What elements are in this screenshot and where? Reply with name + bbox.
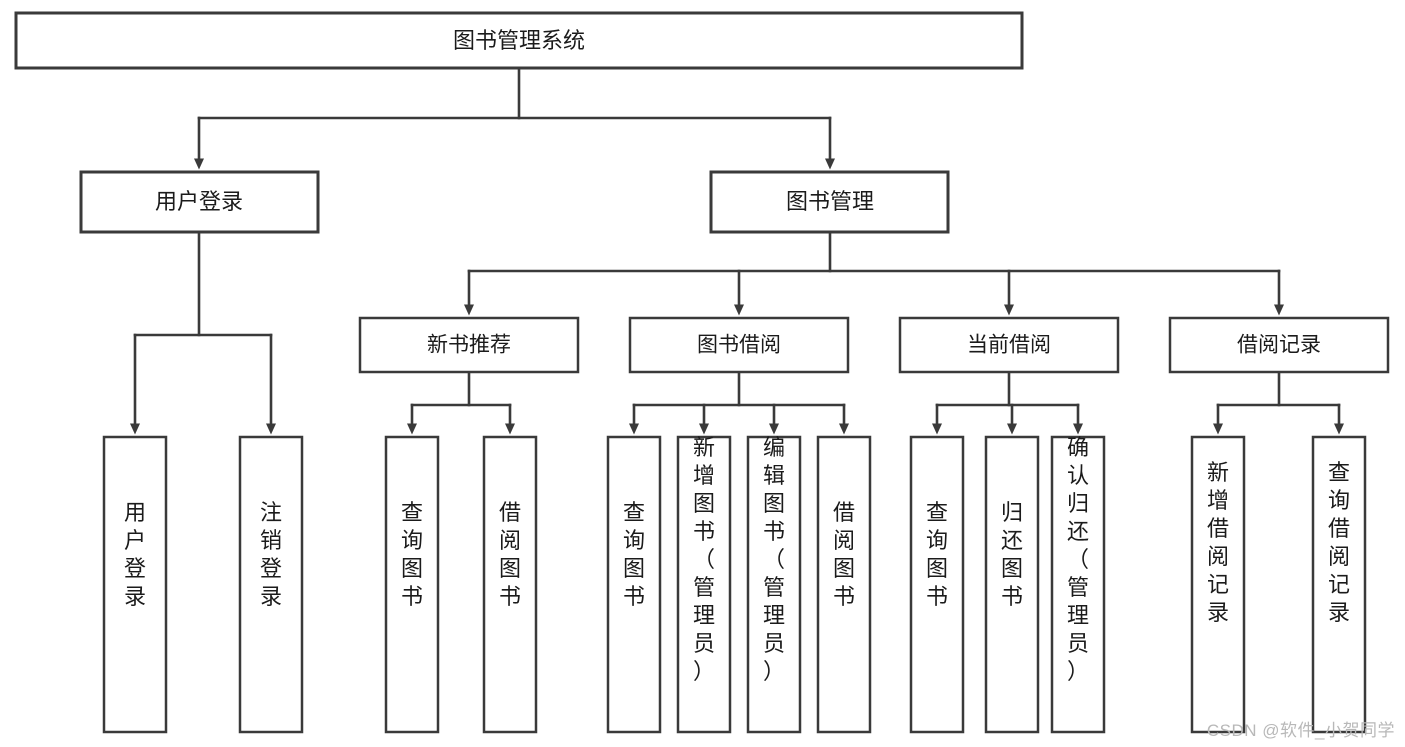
node-user-login[interactable]: 用户登录 — [79, 170, 320, 234]
node-book-management[interactable]: 图书管理 — [709, 170, 950, 234]
leaf-add-borrow-record[interactable]: 新增借阅记录 — [1190, 435, 1246, 734]
leaf-confirm-return-admin-label: 确认归还（管理员） — [1067, 435, 1089, 684]
leaf-query-borrow-record[interactable]: 查询借阅记录 — [1311, 435, 1367, 734]
leaf-query-book-newbook-label: 查询图书 — [401, 500, 423, 609]
node-borrow-record[interactable]: 借阅记录 — [1168, 316, 1390, 374]
node-user-login-label: 用户登录 — [155, 189, 243, 214]
node-book-borrow-label: 图书借阅 — [697, 334, 781, 357]
node-book-borrow[interactable]: 图书借阅 — [628, 316, 850, 374]
leaf-borrow-book-newbook-label: 借阅图书 — [499, 500, 521, 609]
leaf-add-book-admin[interactable]: 新增图书（管理员） — [676, 435, 732, 734]
leaf-logout[interactable]: 注销登录 — [238, 435, 304, 734]
leaf-return-book[interactable]: 归还图书 — [984, 435, 1040, 734]
leaf-borrow-book-label: 借阅图书 — [833, 500, 855, 609]
node-root-label: 图书管理系统 — [453, 28, 585, 53]
node-current-borrow-label: 当前借阅 — [967, 334, 1051, 357]
leaf-add-book-admin-label: 新增图书（管理员） — [693, 435, 715, 684]
leaf-query-book-newbook[interactable]: 查询图书 — [384, 435, 440, 734]
node-book-management-label: 图书管理 — [786, 189, 874, 214]
node-current-borrow[interactable]: 当前借阅 — [898, 316, 1120, 374]
leaf-query-book-current[interactable]: 查询图书 — [909, 435, 965, 734]
node-new-book-recommend[interactable]: 新书推荐 — [358, 316, 580, 374]
leaf-confirm-return-admin[interactable]: 确认归还（管理员） — [1050, 435, 1106, 734]
leaf-edit-book-admin-label: 编辑图书（管理员） — [763, 435, 785, 684]
leaf-return-book-label: 归还图书 — [1001, 500, 1023, 609]
leaf-borrow-book[interactable]: 借阅图书 — [816, 435, 872, 734]
leaf-user-login-label: 用户登录 — [124, 500, 146, 609]
leaf-query-book-borrow[interactable]: 查询图书 — [606, 435, 662, 734]
leaf-query-book-borrow-label: 查询图书 — [623, 500, 645, 609]
leaf-borrow-book-newbook[interactable]: 借阅图书 — [482, 435, 538, 734]
leaf-query-borrow-record-label: 查询借阅记录 — [1328, 460, 1350, 625]
node-root[interactable]: 图书管理系统 — [14, 11, 1024, 70]
node-new-book-recommend-label: 新书推荐 — [427, 334, 511, 357]
leaf-query-book-current-label: 查询图书 — [926, 500, 948, 609]
node-borrow-record-label: 借阅记录 — [1237, 334, 1321, 357]
leaf-add-borrow-record-label: 新增借阅记录 — [1207, 460, 1229, 625]
leaf-logout-label: 注销登录 — [260, 500, 282, 609]
leaf-edit-book-admin[interactable]: 编辑图书（管理员） — [746, 435, 802, 734]
leaf-user-login[interactable]: 用户登录 — [102, 435, 168, 734]
edge-layer — [130, 66, 1344, 435]
